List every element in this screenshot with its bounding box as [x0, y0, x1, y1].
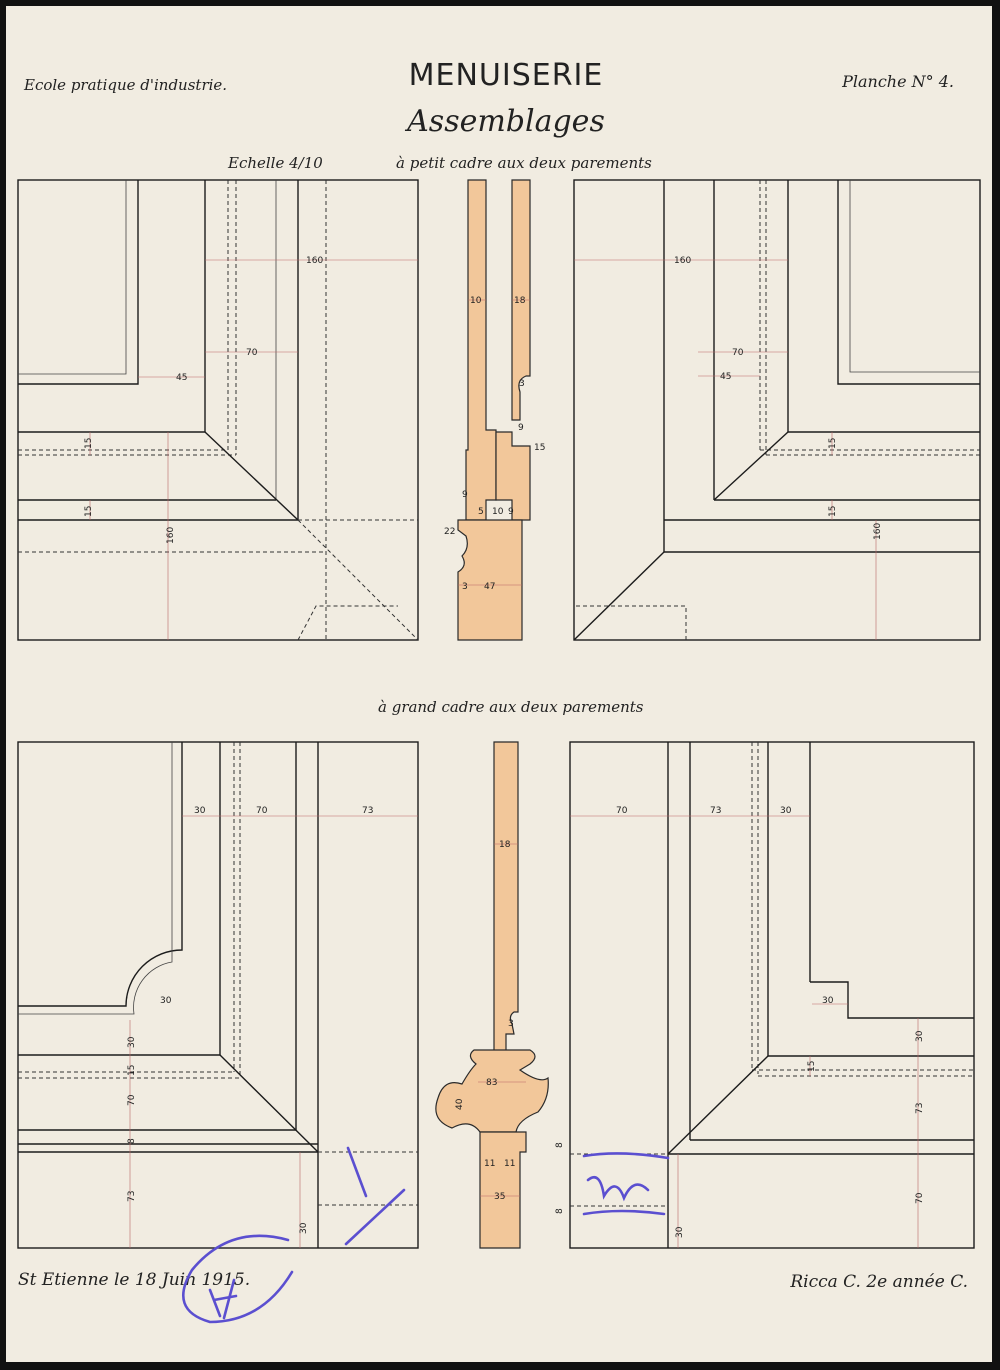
bottom-cross-section: 18 3 83 40 11 11 35 8 8	[435, 741, 565, 1249]
section-small-frame-label: à petit cadre aux deux parements	[396, 154, 652, 172]
dim-9: 9	[518, 423, 524, 433]
dim-9-c: 9	[508, 507, 514, 517]
dim-30-br-notch: 30	[822, 996, 834, 1006]
dim-70: 70	[246, 348, 258, 358]
correction-marks	[182, 1146, 670, 1324]
dim-10-b: 10	[492, 507, 504, 517]
dim-73-br: 73	[710, 806, 721, 816]
dim-70-bl-v: 70	[127, 1094, 137, 1106]
dim-47: 47	[484, 582, 495, 592]
top-cross-section: 10 18 3 9 15 9 5 10 9 22 3 47	[444, 179, 545, 641]
dim-73: 73	[362, 806, 373, 816]
scale-label: Echelle 4/10	[228, 154, 323, 172]
dim-160-r: 160	[674, 256, 691, 266]
dim-15-br: 15	[807, 1061, 817, 1072]
dim-15-bl: 15	[127, 1065, 137, 1076]
dim-70-r: 70	[732, 348, 744, 358]
dim-11-b: 11	[504, 1159, 515, 1169]
dim-11: 11	[484, 1159, 495, 1169]
dim-160: 160	[306, 256, 323, 266]
dim-73-br-v: 73	[915, 1103, 925, 1114]
dim-70-bl: 70	[256, 806, 268, 816]
school-name: Ecole pratique d'industrie.	[24, 76, 228, 94]
dim-5: 5	[478, 507, 484, 517]
author-signature: Ricca C. 2e année C.	[790, 1272, 968, 1292]
drawing-sheet: Ecole pratique d'industrie. MENUISERIE A…	[6, 6, 992, 1362]
dim-15-section: 15	[534, 443, 545, 453]
dim-3: 3	[519, 379, 525, 389]
dim-15-b: 15	[84, 506, 94, 517]
top-left-elevation: 160 70 45 160 15 15	[17, 179, 419, 641]
top-right-elevation: 160 70 45 160 15 15	[573, 179, 981, 641]
dim-15-r-b: 15	[828, 506, 838, 517]
dim-30-arc: 30	[160, 996, 172, 1006]
dim-45-r: 45	[720, 372, 731, 382]
dim-73-v: 73	[127, 1191, 137, 1202]
dim-70-br-v: 70	[915, 1192, 925, 1204]
dim-8-section-b: 8	[555, 1208, 565, 1214]
page-title: MENUISERIE	[408, 58, 604, 93]
dim-30-v: 30	[127, 1036, 137, 1048]
dim-45: 45	[176, 373, 187, 383]
dim-40: 40	[455, 1098, 465, 1110]
dim-8-section: 8	[555, 1142, 565, 1148]
dim-3-b: 3	[462, 582, 468, 592]
dim-30-br: 30	[780, 806, 792, 816]
dim-15-r: 15	[828, 438, 838, 449]
dim-9-b: 9	[462, 490, 468, 500]
dim-8: 8	[127, 1138, 137, 1144]
dim-18: 18	[514, 296, 526, 306]
dim-160-r-vertical: 160	[873, 523, 883, 540]
place-date: St Etienne le 18 Juin 1915.	[18, 1270, 251, 1290]
dim-30: 30	[194, 806, 206, 816]
dim-30-bl-b: 30	[299, 1222, 309, 1234]
dim-10: 10	[470, 296, 482, 306]
dim-18-section: 18	[499, 840, 511, 850]
dim-30-br-v: 30	[915, 1030, 925, 1042]
dim-22: 22	[444, 527, 455, 537]
page-subtitle: Assemblages	[407, 104, 605, 139]
dim-3-section: 3	[508, 1019, 514, 1029]
bottom-right-elevation: 70 73 30 30 30 15 73 70 30	[569, 741, 975, 1249]
dim-160-vertical: 160	[166, 527, 176, 544]
section-large-frame-label: à grand cadre aux deux parements	[378, 698, 644, 716]
dim-30-br-b: 30	[675, 1226, 685, 1238]
plate-number: Planche N° 4.	[842, 72, 954, 91]
dim-35: 35	[494, 1192, 505, 1202]
technical-drawing: 160 70 45 160 15 15	[17, 179, 981, 1324]
dim-15: 15	[84, 438, 94, 449]
dim-83: 83	[486, 1078, 497, 1088]
dim-70-br: 70	[616, 806, 628, 816]
